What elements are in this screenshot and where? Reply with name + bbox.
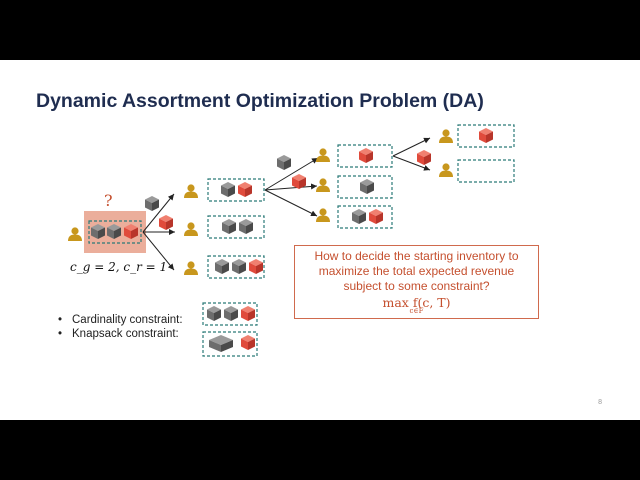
slide-title: Dynamic Assortment Optimization Problem … bbox=[36, 90, 484, 112]
callout-line-3: subject to some constraint? bbox=[343, 279, 490, 293]
slide: Dynamic Assortment Optimization Problem … bbox=[0, 60, 640, 420]
question-mark: ? bbox=[104, 191, 113, 210]
assortment-diagram: ? c_g = 2, c_r = 1 bbox=[68, 124, 515, 357]
initial-inventory-box bbox=[88, 220, 142, 244]
bullet-cardinality-text: Cardinality constraint: bbox=[72, 314, 183, 326]
callout-formula: max f(c, T) c∈F bbox=[295, 295, 538, 315]
callout-formula-main: max f(c, T) bbox=[382, 295, 451, 310]
constraint-formula: c_g = 2, c_r = 1 bbox=[70, 260, 167, 274]
customer-person-icon bbox=[68, 227, 82, 241]
callout-line-2: maximize the total expected revenue bbox=[318, 264, 515, 278]
bullet-knapsack: •Knapsack constraint: bbox=[58, 328, 179, 340]
question-callout: How to decide the starting inventory to … bbox=[294, 245, 539, 319]
callout-line-1: How to decide the starting inventory to bbox=[314, 249, 519, 263]
bullet-cardinality: •Cardinality constraint: bbox=[58, 314, 183, 326]
bullet-knapsack-text: Knapsack constraint: bbox=[72, 328, 179, 340]
callout-formula-sub: c∈F bbox=[409, 307, 424, 315]
page-number: 8 bbox=[598, 399, 602, 406]
